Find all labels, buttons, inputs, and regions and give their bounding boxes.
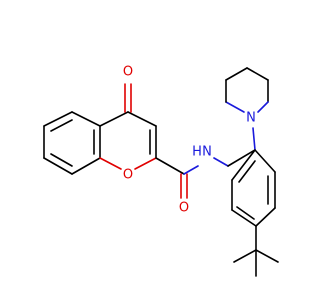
- benzo-ring: [43, 111, 101, 175]
- piperidine-ring: N: [225, 67, 269, 126]
- piperidine-nitrogen-label: N: [246, 111, 256, 126]
- amide-hydrogen-label: H: [192, 145, 202, 160]
- ketone-group: O: [123, 65, 133, 113]
- ketone-oxygen-label: O: [123, 65, 133, 80]
- amide-group: O N H: [155, 145, 212, 216]
- phenyl-ring: [231, 149, 276, 227]
- amide-nitrogen-label: N: [202, 145, 212, 160]
- ethyl-linker: [213, 127, 256, 167]
- amide-oxygen-label: O: [179, 201, 189, 216]
- pyranone-ring: [99, 111, 157, 170]
- tert-butyl-group: [233, 225, 279, 277]
- ring-oxygen-label: O: [123, 168, 133, 183]
- molecule-structure: O O O N H N: [43, 65, 279, 277]
